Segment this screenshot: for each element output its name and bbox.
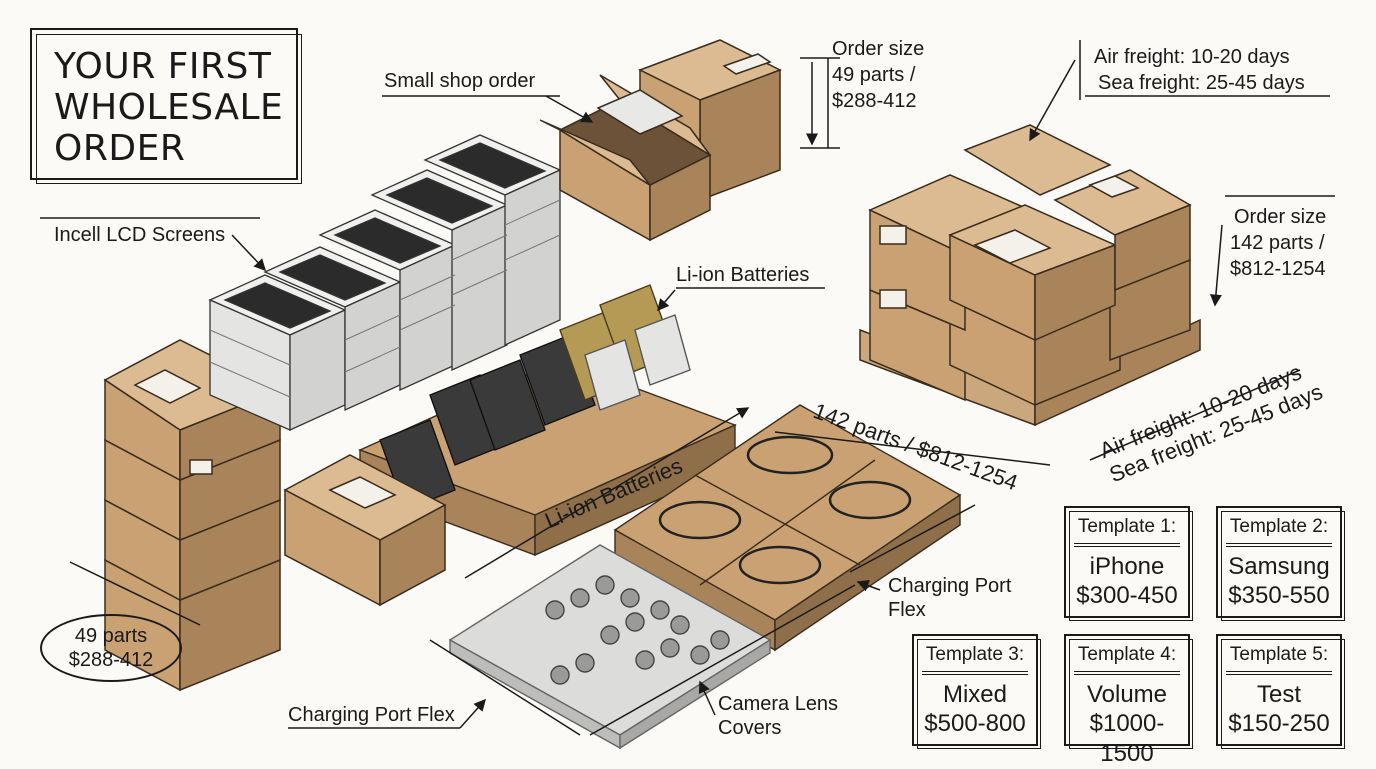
template-price: $350-550 <box>1228 582 1330 609</box>
template-price: $150-250 <box>1228 710 1330 737</box>
battery-trays <box>358 284 737 557</box>
label-small-shop-order: Small shop order <box>384 70 536 92</box>
template-header: Template 1: <box>1077 516 1177 537</box>
label-order-size-small: Order size 49 parts / $288-412 <box>832 38 925 112</box>
annotation-lines <box>40 40 1335 736</box>
lcd-screen-stacks <box>208 134 562 432</box>
page-title: YOUR FIRST WHOLESALE ORDER <box>54 46 284 169</box>
template-name: Mixed <box>942 681 1008 708</box>
pallet <box>859 124 1201 427</box>
template-divider <box>922 671 1028 675</box>
template-card-4[interactable]: Template 4: Volume $1000-1500 <box>1064 634 1193 767</box>
template-card-3[interactable]: Template 3: Mixed $500-800 <box>912 634 1041 749</box>
template-name: Samsung <box>1228 553 1330 580</box>
template-header: Template 5: <box>1229 644 1329 665</box>
template-price: $300-450 <box>1076 582 1178 609</box>
camera-lens-trays <box>448 544 772 750</box>
template-divider <box>1226 543 1332 547</box>
template-name: Test <box>1256 681 1301 708</box>
template-name: Volume <box>1086 681 1168 708</box>
template-header: Template 4: <box>1077 644 1177 665</box>
template-divider <box>1074 543 1180 547</box>
template-divider <box>1226 671 1332 675</box>
template-card-5[interactable]: Template 5: Test $150-250 <box>1216 634 1345 749</box>
template-header: Template 3: <box>925 644 1025 665</box>
label-lcd-screens: Incell LCD Screens <box>54 224 226 246</box>
template-card-1[interactable]: Template 1: iPhone $300-450 <box>1064 506 1193 621</box>
label-order-size-large: Order size 142 parts / $812-1254 <box>1230 206 1327 280</box>
template-name: iPhone <box>1089 553 1165 580</box>
label-batteries-top: Li-ion Batteries <box>676 264 810 286</box>
title-box: YOUR FIRST WHOLESALE ORDER <box>30 28 302 184</box>
label-charging-right: Charging Port Flex <box>888 575 1012 621</box>
label-charging-bottom: Charging Port Flex <box>288 704 455 726</box>
battery-box <box>283 454 447 607</box>
template-card-2[interactable]: Template 2: Samsung $350-550 <box>1216 506 1345 621</box>
template-divider <box>1074 671 1180 675</box>
small-order-oval: 49 parts $288-412 <box>40 614 182 682</box>
label-freight-top: Air freight: 10-20 days Sea freight: 25-… <box>1094 46 1305 94</box>
template-header: Template 2: <box>1229 516 1329 537</box>
label-camera-lens: Camera Lens Covers <box>718 693 839 739</box>
template-price: $1000-1500 <box>1089 710 1165 767</box>
small-shop-boxes <box>539 39 782 242</box>
template-price: $500-800 <box>924 710 1026 737</box>
